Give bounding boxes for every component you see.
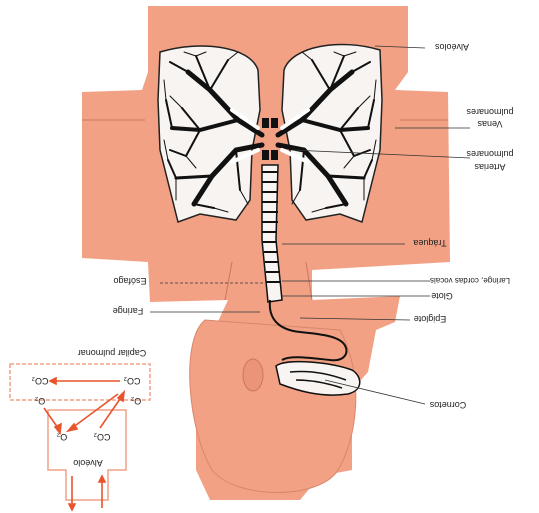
label-alveolos: Alvéolos [434, 42, 469, 52]
gas-flow-arrows [44, 378, 124, 510]
gas-co2-c: CO₂ [93, 432, 111, 442]
label-arterias-1: Arterias [474, 162, 506, 172]
gas-o2-b: O₂ [130, 396, 141, 406]
head-shape [190, 320, 356, 493]
label-alveolo: Alvéolo [73, 458, 103, 468]
label-venas-2: pulmonares [466, 107, 514, 117]
label-esofago: Esófago [113, 276, 146, 286]
label-arterias-2: pulmonares [466, 149, 514, 159]
label-venas-1: Venas [477, 119, 503, 129]
label-laringe: Laringe, cordas vocais [430, 276, 510, 285]
gas-co2-a: CO₂ [31, 376, 49, 386]
left-lung [158, 46, 260, 222]
label-traquea: Tráquea [413, 238, 446, 248]
gas-exchange-inset: Capilar pulmonar CO₂ CO₂ O₂ O₂ O₂ CO₂ Al… [10, 348, 150, 510]
label-epiglote: Epiglote [414, 314, 447, 324]
gas-o2-a: O₂ [34, 396, 45, 406]
alveolus-shape [48, 410, 126, 500]
gas-co2-b: CO₂ [123, 376, 141, 386]
label-faringe: Faringe [113, 306, 144, 316]
label-capilar: Capilar pulmonar [78, 348, 147, 358]
left-labels: Esófago Faringe [113, 276, 147, 316]
label-cornetos: Cornetos [429, 400, 466, 410]
ear [243, 359, 263, 391]
gas-o2-c: O₂ [56, 432, 67, 442]
label-glote: Glote [431, 291, 453, 301]
